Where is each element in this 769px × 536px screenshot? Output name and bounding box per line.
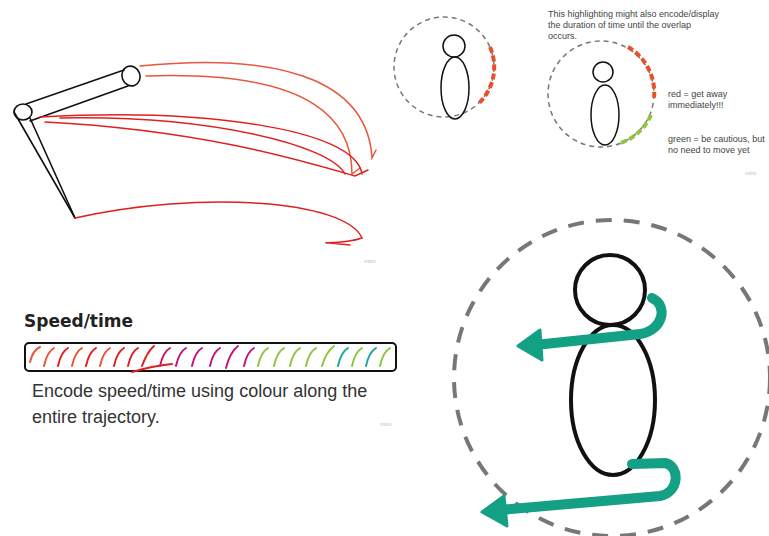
watermark: miro bbox=[380, 421, 410, 428]
section-heading: Speed/time bbox=[24, 310, 224, 332]
safety-circle bbox=[454, 220, 769, 536]
colour-bar bbox=[25, 343, 396, 372]
safety-circle bbox=[548, 41, 654, 147]
watermark: miro bbox=[364, 258, 394, 265]
legend-note: red = get away immediately!!! bbox=[668, 89, 766, 111]
description-text: Encode speed/time using colour along the… bbox=[32, 378, 390, 430]
arm-sketch bbox=[14, 64, 143, 218]
watermark: miro bbox=[745, 170, 769, 177]
legend-note: green = be cautious, but no need to move… bbox=[668, 134, 768, 156]
trajectory-lines bbox=[40, 62, 376, 245]
safety-circle bbox=[394, 17, 494, 119]
note-text: This highlighting might also encode/disp… bbox=[548, 9, 720, 42]
